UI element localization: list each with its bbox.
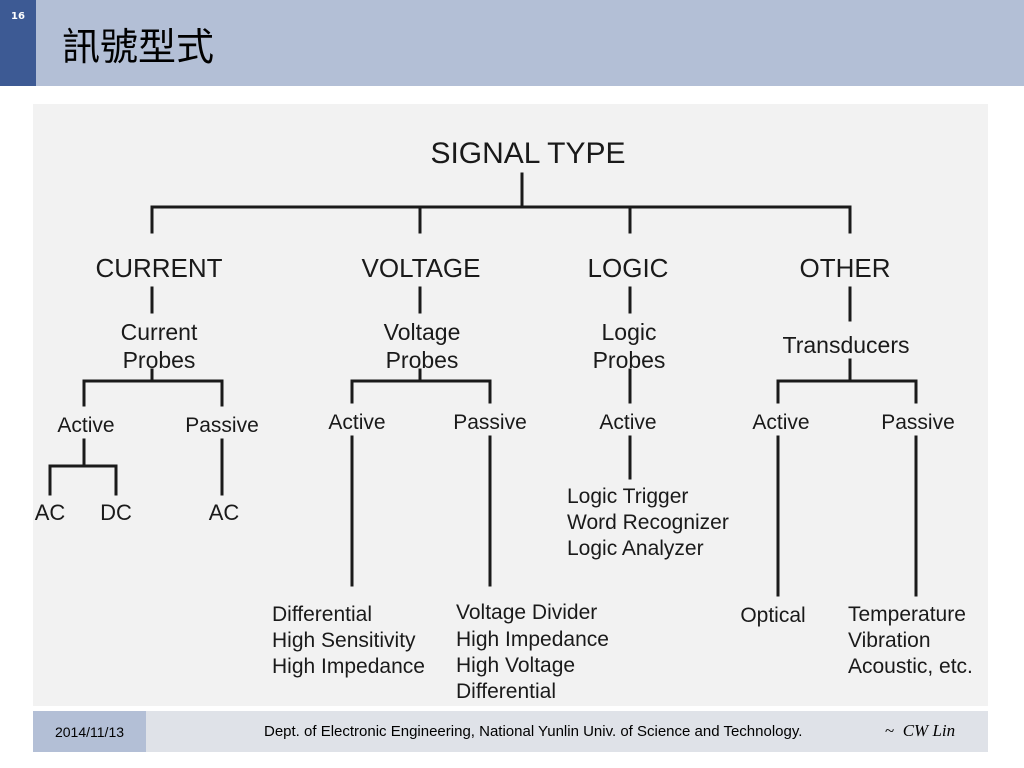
root-label: SIGNAL TYPE [430,137,625,170]
category-current: CURRENT [95,253,222,283]
slide-title: 訊號型式 [62,25,215,69]
voltage-active-label: Active [328,411,385,434]
current-active-ac: AC [35,500,66,525]
footer-bar [33,711,988,752]
current-passive-label: Passive [185,414,259,437]
footer-department: Dept. of Electronic Engineering, Nationa… [264,723,803,740]
logic-active-item: Word Recognizer [567,511,729,534]
voltage-active-item: Differential [272,603,372,626]
current-probes-line-1: Current [121,319,198,345]
voltage-passive-item: Voltage Divider [456,601,597,624]
footer-author: ~ CW Lin [885,721,955,741]
voltage-passive-item: High Impedance [456,628,609,651]
voltage-active-item: High Impedance [272,655,425,678]
logic-active-item: Logic Trigger [567,485,688,508]
slide-number-box [0,0,36,86]
category-other: OTHER [800,253,891,283]
current-active-label: Active [57,414,114,437]
voltage-passive-item: High Voltage [456,654,575,677]
logic-probes-line-2: Probes [593,347,666,373]
voltage-probes-line-1: Voltage [384,319,461,345]
diagram-panel [33,104,988,706]
current-active-dc: DC [100,500,132,525]
other-passive-item: Temperature [848,603,966,626]
footer-date-box [33,711,146,752]
other-active-item: Optical [740,604,805,627]
logic-active-label: Active [599,411,656,434]
voltage-probes-line-2: Probes [386,347,459,373]
footer-date: 2014/11/13 [54,724,125,740]
other-passive-item: Acoustic, etc. [848,655,973,678]
category-logic: LOGIC [588,253,669,283]
category-voltage: VOLTAGE [362,253,481,283]
slide-number: 16 [11,11,25,22]
logic-probes-line-1: Logic [602,319,657,345]
footer-tilde: ~ [885,721,895,740]
current-passive-ac: AC [209,500,240,525]
voltage-passive-label: Passive [453,411,527,434]
voltage-active-item: High Sensitivity [272,629,416,652]
other-passive-item: Vibration [848,629,931,652]
other-active-label: Active [752,411,809,434]
header-bar [0,0,1024,86]
footer-author-name: CW Lin [902,721,956,740]
logic-active-item: Logic Analyzer [567,537,704,560]
connector-lines [48,172,918,597]
voltage-passive-item: Differential [456,680,556,703]
current-probes-line-2: Probes [123,347,196,373]
other-passive-label: Passive [881,411,955,434]
transducers-label: Transducers [783,332,910,358]
